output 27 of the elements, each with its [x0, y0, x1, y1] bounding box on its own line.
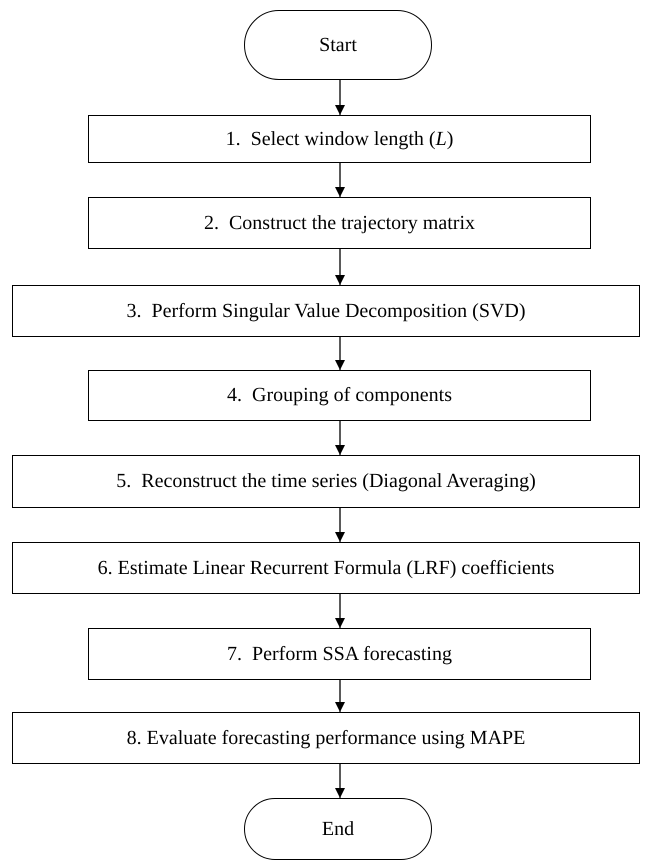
process-box — [88, 115, 591, 163]
step-text: 4. Grouping of components — [227, 384, 452, 407]
arrow — [335, 249, 345, 285]
arrow — [335, 337, 345, 370]
step-text: 2. Construct the trajectory matrix — [204, 212, 476, 234]
step-text: Start — [319, 34, 357, 56]
arrow — [335, 80, 345, 115]
step-text: 5. Reconstruct the time series (Diagonal Averaging) — [116, 470, 536, 493]
process-box — [12, 712, 640, 764]
step-text: 7. Perform SSA forecasting — [227, 642, 452, 666]
process-box — [12, 455, 640, 508]
process-box — [88, 370, 591, 421]
step-text: End — [322, 818, 354, 840]
step-text: 6. Estimate Linear Recurrent Formula (LRF) coefficients — [98, 556, 554, 580]
arrow — [335, 594, 345, 628]
arrow — [335, 764, 345, 798]
process-box — [12, 285, 640, 337]
arrow — [335, 163, 345, 197]
step-text: 3. Perform Singular Value Decomposition (SVD) — [126, 300, 526, 322]
step-text: 8. Evaluate forecasting performance using MAPE — [126, 726, 526, 750]
process-box — [12, 542, 640, 594]
process-box — [88, 197, 591, 249]
process-box — [88, 628, 591, 680]
step-text: 1. Select window length (L) — [226, 128, 454, 150]
arrow — [335, 680, 345, 712]
arrow — [335, 421, 345, 455]
arrow — [335, 508, 345, 542]
